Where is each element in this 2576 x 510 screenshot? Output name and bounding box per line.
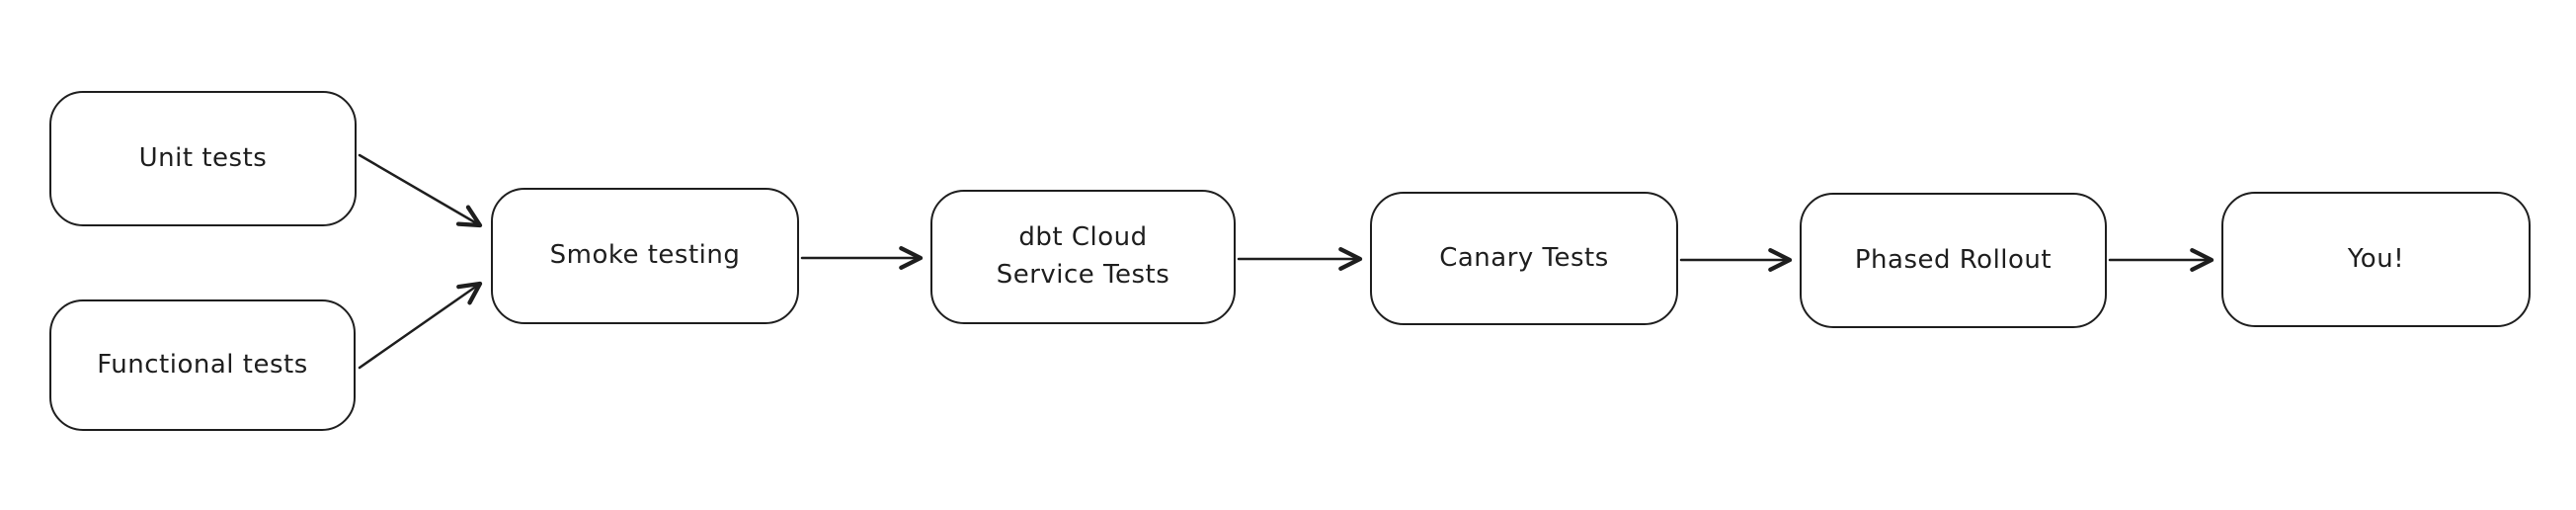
node-dbt-cloud-service-tests: dbt Cloud Service Tests — [930, 190, 1236, 324]
node-phased-rollout-label: Phased Rollout — [1854, 244, 2053, 275]
node-smoke-testing: Smoke testing — [491, 188, 799, 324]
node-dbt-cloud-service-tests-label: dbt Cloud Service Tests — [996, 222, 1170, 290]
node-functional-tests: Functional tests — [49, 299, 356, 431]
node-functional-tests-label: Functional tests — [97, 349, 308, 380]
node-unit-tests: Unit tests — [49, 91, 357, 226]
node-you-label: You! — [2347, 243, 2405, 274]
node-phased-rollout: Phased Rollout — [1800, 193, 2107, 328]
arrow-unit-tests-to-smoke-testing — [358, 153, 483, 228]
node-you: You! — [2221, 192, 2531, 327]
node-canary-tests: Canary Tests — [1370, 192, 1678, 325]
node-smoke-testing-label: Smoke testing — [549, 240, 741, 271]
node-unit-tests-label: Unit tests — [138, 142, 268, 173]
node-canary-tests-label: Canary Tests — [1439, 242, 1609, 273]
arrow-functional-tests-to-smoke-testing — [358, 281, 483, 370]
